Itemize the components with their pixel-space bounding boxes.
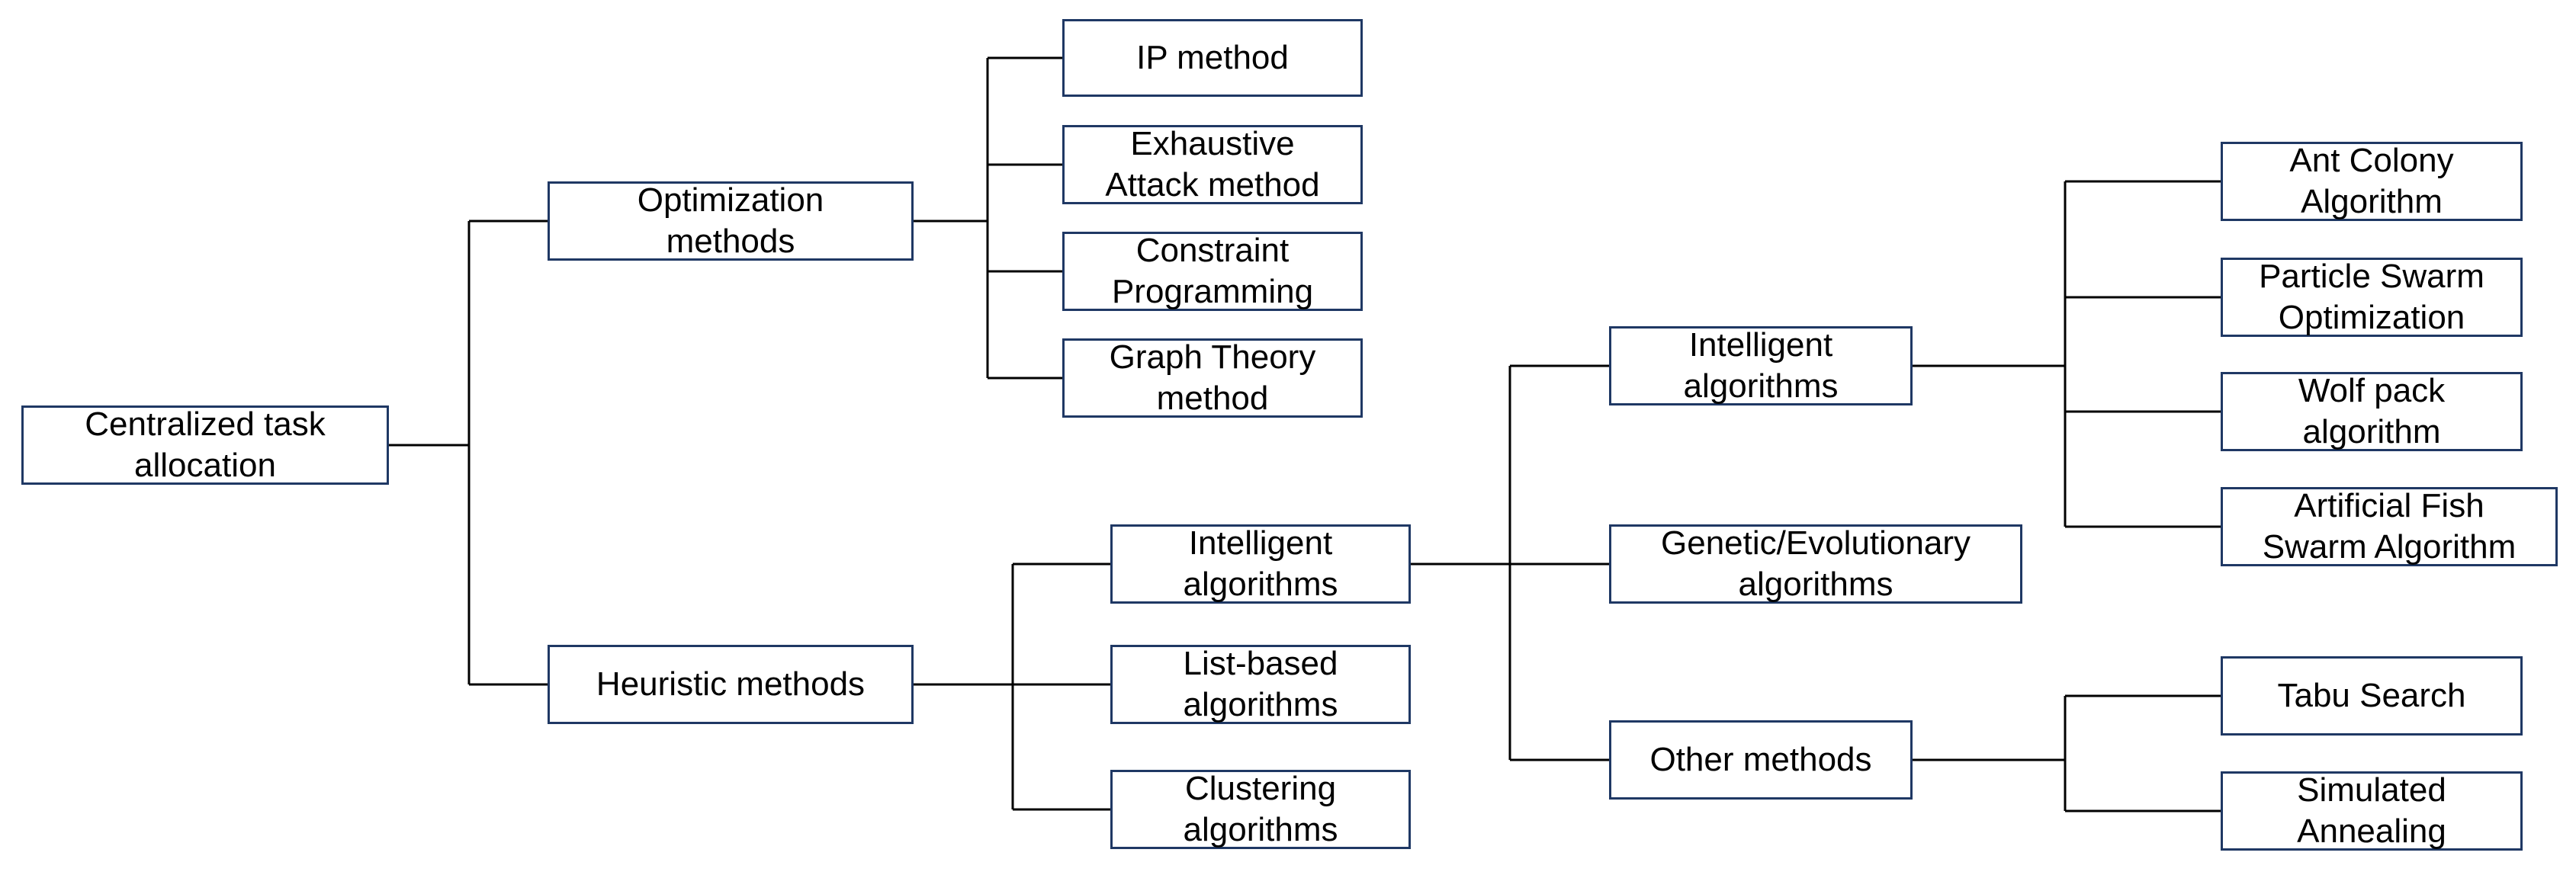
node-clustering-algorithms: Clustering algorithms (1110, 770, 1411, 849)
node-optimization-methods: Optimization methods (548, 181, 914, 261)
node-heuristic-methods: Heuristic methods (548, 645, 914, 724)
node-tabu-search: Tabu Search (2221, 656, 2523, 736)
node-wolf-pack-algorithm: Wolf pack algorithm (2221, 372, 2523, 451)
node-list-based-algorithms: List-based algorithms (1110, 645, 1411, 724)
node-centralized-task-allocation: Centralized task allocation (21, 405, 389, 485)
node-particle-swarm-optimization: Particle Swarm Optimization (2221, 258, 2523, 337)
node-ant-colony-algorithm: Ant Colony Algorithm (2221, 142, 2523, 221)
node-exhaustive-attack-method: Exhaustive Attack method (1062, 125, 1363, 204)
node-simulated-annealing: Simulated Annealing (2221, 771, 2523, 851)
node-ip-method: IP method (1062, 19, 1363, 97)
node-genetic-evolutionary-algorithms: Genetic/Evolutionary algorithms (1609, 524, 2022, 604)
node-intelligent-algorithms-l1: Intelligent algorithms (1110, 524, 1411, 604)
node-constraint-programming: Constraint Programming (1062, 232, 1363, 311)
node-other-methods: Other methods (1609, 720, 1913, 800)
node-graph-theory-method: Graph Theory method (1062, 338, 1363, 418)
node-intelligent-algorithms-l2: Intelligent algorithms (1609, 326, 1913, 405)
node-artificial-fish-swarm-algorithm: Artificial Fish Swarm Algorithm (2221, 487, 2558, 566)
